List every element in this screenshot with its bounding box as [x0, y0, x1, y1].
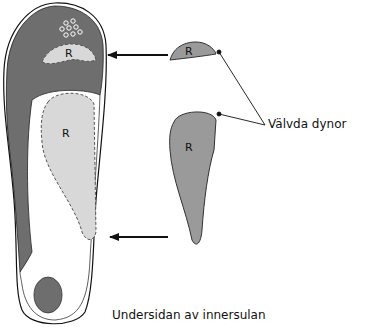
pad-area-arch-shape	[38, 92, 110, 244]
front-pad: R	[168, 40, 218, 62]
pad-area-arch-outline	[41, 93, 96, 239]
pad-letter: R	[65, 48, 73, 59]
arrow-connector	[108, 54, 168, 56]
arrow-connector	[110, 236, 168, 238]
insole-outline	[4, 3, 107, 324]
front-pad-shape	[168, 40, 218, 62]
heel-pad	[34, 277, 62, 313]
pad-letter: R	[185, 142, 193, 153]
callout-label: Välvda dynor	[268, 118, 346, 131]
pad-area-arch: R	[38, 92, 110, 244]
pad-area-front: R	[40, 42, 108, 68]
pad-letter: R	[62, 128, 70, 139]
pad-area-front-shape	[40, 42, 108, 68]
pad-letter: R	[185, 46, 193, 57]
front-pad-outline	[170, 42, 216, 60]
leader-lines	[217, 50, 265, 125]
arch-pad: R	[168, 110, 218, 248]
caption-label: Undersidan av innersulan	[112, 309, 266, 322]
arch-pad-shape	[168, 110, 218, 248]
insole-grey-area	[6, 6, 103, 272]
pad-area-front-outline	[42, 44, 96, 64]
ventilation-holes	[60, 19, 82, 37]
arch-pad-outline	[170, 112, 216, 244]
